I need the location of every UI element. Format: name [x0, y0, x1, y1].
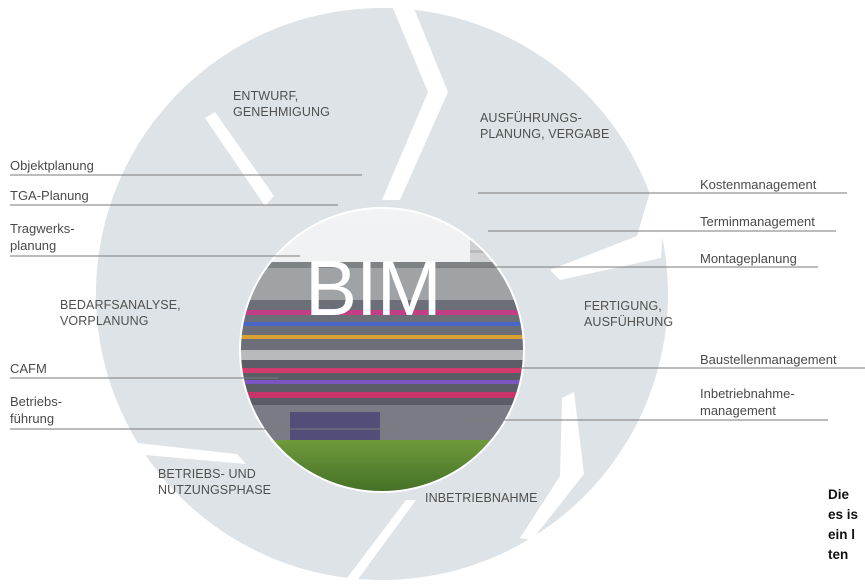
phase-inbetriebnahme-line-1: INBETRIEBNAHME: [425, 491, 538, 505]
note-line-4: ten: [828, 547, 849, 562]
label-tragwerksplanung-line-1: Tragwerks-: [10, 221, 75, 236]
note-line-2: es is: [828, 507, 859, 522]
phase-inbetriebnahme: INBETRIEBNAHME: [425, 490, 538, 506]
phase-bedarfsanalyse: BEDARFSANALYSE, VORPLANUNG: [60, 297, 181, 329]
phase-fertigung-line-2: AUSFÜHRUNG: [584, 315, 674, 329]
phase-betriebsphase-line-2: NUTZUNGSPHASE: [158, 483, 272, 497]
arrow-gaps: [110, 6, 666, 582]
label-inbetriebnahme-line-2: management: [700, 403, 776, 418]
label-baustellenmanagement: Baustellenmanagement: [700, 352, 837, 367]
phase-ausfuehrungsplanung: AUSFÜHRUNGS- PLANUNG, VERGABE: [480, 110, 609, 142]
phase-entwurf-line-1: ENTWURF,: [233, 89, 299, 103]
label-tragwerksplanung: Tragwerks- planung: [10, 220, 75, 254]
note-line-3: ein l: [828, 527, 856, 542]
label-objektplanung: Objektplanung: [10, 158, 94, 173]
label-tragwerksplanung-line-2: planung: [10, 238, 57, 253]
phase-betriebsphase: BETRIEBS- UND NUTZUNGSPHASE: [158, 466, 271, 498]
phase-bedarfsanalyse-line-1: BEDARFSANALYSE,: [60, 298, 181, 312]
leader-lines: [10, 174, 865, 430]
label-inbetriebnahmemanagement: Inbetriebnahme- management: [700, 385, 795, 419]
cycle-arrow-ring: [95, 6, 668, 582]
bim-center-label: BIM: [305, 244, 442, 332]
photo-circle-outline: [239, 207, 525, 493]
note-line-1: Die: [828, 487, 850, 502]
label-inbetriebnahme-line-1: Inbetriebnahme-: [700, 386, 795, 401]
phase-fertigung: FERTIGUNG, AUSFÜHRUNG: [584, 298, 673, 330]
label-montageplanung: Montageplanung: [700, 251, 797, 266]
label-betriebsfuehrung: Betriebs- führung: [10, 393, 62, 427]
label-terminmanagement: Terminmanagement: [700, 214, 815, 229]
label-tga-planung: TGA-Planung: [10, 188, 89, 203]
phase-entwurf: ENTWURF, GENEHMIGUNG: [233, 88, 330, 120]
label-betriebsfuehrung-line-1: Betriebs-: [10, 394, 63, 409]
cropped-note-text: Die es is ein l ten: [828, 485, 858, 565]
phase-ausfuehrungsplanung-line-1: AUSFÜHRUNGS-: [480, 111, 582, 125]
label-kostenmanagement: Kostenmanagement: [700, 177, 817, 192]
label-cafm: CAFM: [10, 361, 47, 376]
phase-entwurf-line-2: GENEHMIGUNG: [233, 105, 330, 119]
phase-fertigung-line-1: FERTIGUNG,: [584, 299, 662, 313]
label-betriebsfuehrung-line-2: führung: [10, 411, 55, 426]
phase-bedarfsanalyse-line-2: VORPLANUNG: [60, 314, 149, 328]
phase-betriebsphase-line-1: BETRIEBS- UND: [158, 467, 256, 481]
phase-ausfuehrungsplanung-line-2: PLANUNG, VERGABE: [480, 127, 610, 141]
